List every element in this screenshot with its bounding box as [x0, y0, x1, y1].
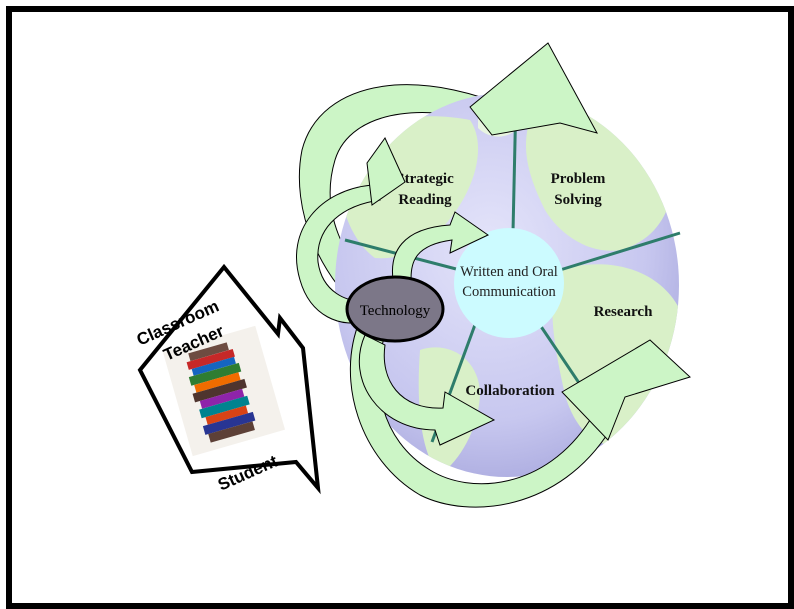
bottom-arrowhead	[561, 339, 691, 441]
center-label-line-2: Communication	[462, 284, 556, 300]
book-stack-image	[162, 325, 286, 457]
collaboration-arrow	[359, 334, 496, 446]
center-circle: Written and Oral Communication	[454, 228, 564, 338]
center-label-line-1: Written and Oral	[460, 264, 558, 280]
inner-arrow	[391, 211, 489, 291]
technology-oval: Technology	[345, 275, 445, 343]
strategic-reading-label-line-2: Reading	[398, 192, 452, 208]
collaboration-label: Collaboration	[465, 383, 555, 399]
research-label: Research	[594, 304, 654, 320]
strategic-reading-label-line-1: Strategic	[396, 171, 454, 187]
top-arrowhead	[469, 42, 598, 136]
problem-solving-label-line-1: Problem	[551, 171, 606, 187]
technology-label: Technology	[360, 303, 431, 319]
strategic-reading-arrowhead	[366, 137, 406, 206]
problem-solving-label-line-2: Solving	[554, 192, 602, 208]
